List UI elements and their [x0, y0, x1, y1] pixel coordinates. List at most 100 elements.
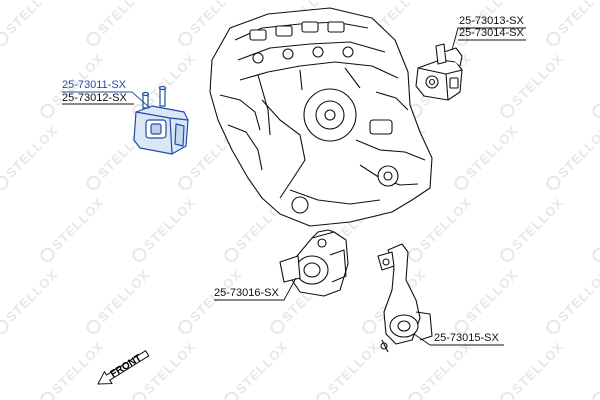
leader-line-part-1	[62, 91, 151, 109]
watermark-logo-icon	[362, 319, 377, 334]
watermark-logo-icon	[132, 391, 147, 400]
watermark-logo-icon	[500, 247, 515, 262]
part-label-25-73016: 25-73016-SX	[214, 287, 279, 299]
watermark-logo-icon	[40, 103, 55, 118]
leader-line-part-4	[413, 333, 504, 346]
watermark-tile: STELLOX	[592, 391, 600, 400]
leader-line-part-3	[214, 277, 297, 301]
watermark-tile: STELLOX	[132, 339, 199, 400]
watermark-logo-icon	[178, 175, 193, 190]
watermark-logo-icon	[178, 319, 193, 334]
watermark-logo-icon	[500, 391, 515, 400]
part-label-25-73011: 25-73011-SX	[62, 79, 127, 91]
watermark-logo-icon	[178, 31, 193, 46]
watermark-tile: STELLOX	[408, 339, 475, 400]
watermark-tile: STELLOX	[132, 195, 199, 262]
engine-gearbox-assembly	[209, 7, 433, 227]
watermark-tile: STELLOX	[40, 339, 107, 400]
watermark-logo-icon	[408, 247, 423, 262]
leader-line-part-2	[451, 27, 526, 51]
watermark-text: STELLOX	[95, 267, 153, 325]
watermark-logo-icon	[86, 31, 101, 46]
watermark-logo-icon	[40, 391, 55, 400]
watermark-logo-icon	[86, 175, 101, 190]
mount-part-4	[377, 243, 433, 353]
watermark-text: STELLOX	[509, 195, 567, 253]
watermark-tile: STELLOX	[224, 339, 291, 400]
watermark-tile: STELLOX	[0, 0, 61, 46]
front-arrow-icon	[97, 350, 150, 385]
leader-lines	[62, 27, 526, 346]
watermark-logo-icon	[0, 175, 9, 190]
watermark-tile: STELLOX	[546, 123, 600, 190]
watermark-text: STELLOX	[95, 0, 153, 37]
watermark-text: STELLOX	[463, 123, 521, 181]
watermark-text: STELLOX	[3, 123, 61, 181]
watermark-logo-icon	[546, 31, 561, 46]
watermark-tile: STELLOX	[0, 123, 61, 190]
part-label-25-73013: 25-73013-SX	[459, 15, 524, 27]
watermark-logo-icon	[546, 319, 561, 334]
part-label-25-73014: 25-73014-SX	[459, 27, 524, 39]
watermark-text: STELLOX	[141, 339, 199, 397]
watermark-logo-icon	[592, 247, 600, 262]
watermark-text: STELLOX	[3, 267, 61, 325]
watermark-tile: STELLOX	[316, 339, 383, 400]
watermark-logo-icon	[0, 31, 9, 46]
watermark-text: STELLOX	[463, 267, 521, 325]
mount-part-1	[133, 85, 189, 155]
watermark-logo-icon	[592, 103, 600, 118]
watermark-text: STELLOX	[325, 339, 383, 397]
watermark-tile: STELLOX	[408, 195, 475, 262]
watermark-logo-icon	[224, 247, 239, 262]
watermark-logo-icon	[224, 391, 239, 400]
watermark-tile: STELLOX	[500, 195, 567, 262]
watermark-logo-icon	[132, 247, 147, 262]
watermark-tile: STELLOX	[546, 0, 600, 46]
watermark-tile: STELLOX	[40, 195, 107, 262]
watermark-text: STELLOX	[417, 339, 475, 397]
watermark-logo-icon	[454, 31, 469, 46]
part-label-25-73015: 25-73015-SX	[434, 332, 499, 344]
watermark-text: STELLOX	[233, 339, 291, 397]
watermark-text: STELLOX	[417, 195, 475, 253]
watermark-logo-icon	[270, 319, 285, 334]
watermark-tile: STELLOX	[500, 51, 567, 118]
watermark-logo-icon	[40, 247, 55, 262]
watermark-tile: STELLOX	[454, 267, 521, 334]
watermark-tile: STELLOX	[546, 267, 600, 334]
watermark-text: STELLOX	[509, 339, 567, 397]
watermark-tile: STELLOX	[178, 267, 245, 334]
watermark-logo-icon	[316, 391, 331, 400]
watermark-text: STELLOX	[555, 0, 600, 37]
watermark-tile: STELLOX	[500, 339, 567, 400]
watermark-text: STELLOX	[555, 123, 600, 181]
watermark-logo-icon	[454, 175, 469, 190]
watermark-logo-icon	[454, 319, 469, 334]
watermark-tile: STELLOX	[86, 267, 153, 334]
watermark-tile: STELLOX	[0, 267, 61, 334]
watermark-text: STELLOX	[509, 51, 567, 109]
part-label-25-73012: 25-73012-SX	[62, 92, 127, 104]
watermark-tile: STELLOX	[454, 123, 521, 190]
watermark-tile: STELLOX	[592, 103, 600, 118]
watermark-text: STELLOX	[3, 0, 61, 37]
watermark-text: STELLOX	[141, 195, 199, 253]
watermark-logo-icon	[408, 391, 423, 400]
watermark-text: STELLOX	[141, 51, 199, 109]
watermark-text: STELLOX	[49, 195, 107, 253]
watermark-tile: STELLOX	[86, 0, 153, 46]
watermark-logo-icon	[546, 175, 561, 190]
front-label: FRONT	[109, 353, 144, 381]
watermark-tile: STELLOX	[592, 247, 600, 262]
mount-part-2	[415, 43, 463, 101]
watermark-text: STELLOX	[555, 267, 600, 325]
watermark-logo-icon	[0, 319, 9, 334]
mount-part-3	[279, 229, 349, 297]
watermark-text: STELLOX	[49, 339, 107, 397]
watermark-logo-icon	[86, 319, 101, 334]
watermark-logo-icon	[592, 391, 600, 400]
watermark-logo-icon	[500, 103, 515, 118]
